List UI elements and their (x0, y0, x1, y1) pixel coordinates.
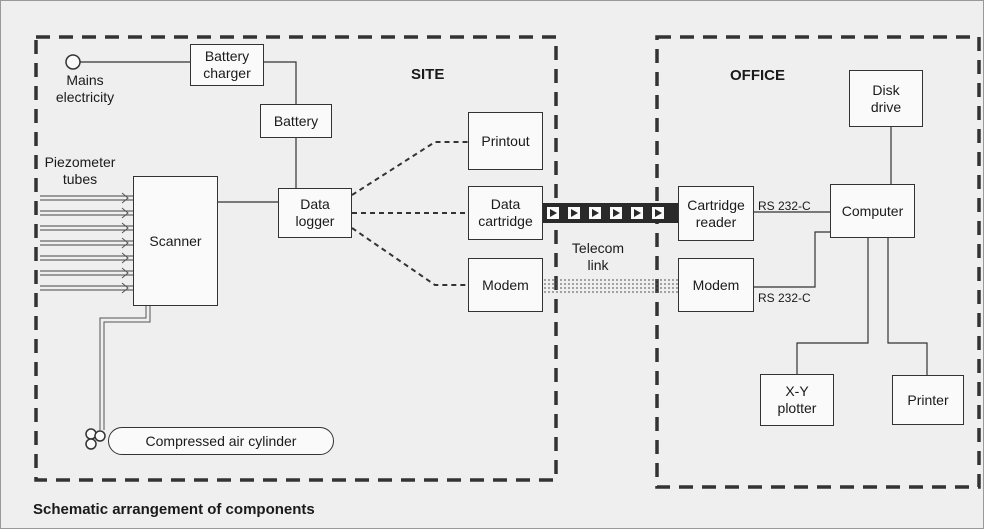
rs232-label-bottom: RS 232-C (758, 291, 811, 305)
diagram-caption: Schematic arrangement of components (33, 501, 315, 518)
logger-output-links (351, 141, 468, 286)
site-modem-box: Modem (468, 258, 543, 312)
office-title: OFFICE (730, 67, 785, 84)
telecom-link-lines (540, 279, 678, 293)
tube-arrow-icons (121, 192, 129, 294)
cylinder-valve-icon (85, 428, 106, 450)
compressed-air-cylinder: Compressed air cylinder (108, 427, 334, 455)
air-supply-tube (99, 306, 151, 430)
transfer-arrow-icons (547, 207, 664, 219)
cartridge-reader-box: Cartridge reader (678, 186, 754, 241)
rs232-label-top: RS 232-C (758, 199, 811, 213)
xy-plotter-box: X-Y plotter (760, 374, 834, 426)
office-region (655, 35, 981, 489)
printer-box: Printer (892, 375, 964, 425)
piezometer-tubes-label: Piezometer tubes (44, 154, 116, 187)
office-modem-box: Modem (678, 258, 754, 312)
printout-box: Printout (468, 112, 543, 170)
site-region (34, 35, 558, 482)
mains-electricity-label: Mains electricity (55, 72, 115, 105)
battery-charger-box: Battery charger (190, 44, 264, 86)
computer-box: Computer (830, 184, 915, 238)
data-logger-box: Data logger (278, 188, 352, 238)
data-cartridge-box: Data cartridge (468, 186, 543, 240)
scanner-box: Scanner (133, 176, 218, 306)
battery-box: Battery (260, 104, 332, 138)
piezometer-tubes (40, 195, 133, 291)
telecom-link-label: Telecom link (571, 240, 625, 273)
site-title: SITE (411, 66, 445, 83)
mains-plug-icon (65, 54, 81, 70)
disk-drive-box: Disk drive (849, 70, 923, 127)
